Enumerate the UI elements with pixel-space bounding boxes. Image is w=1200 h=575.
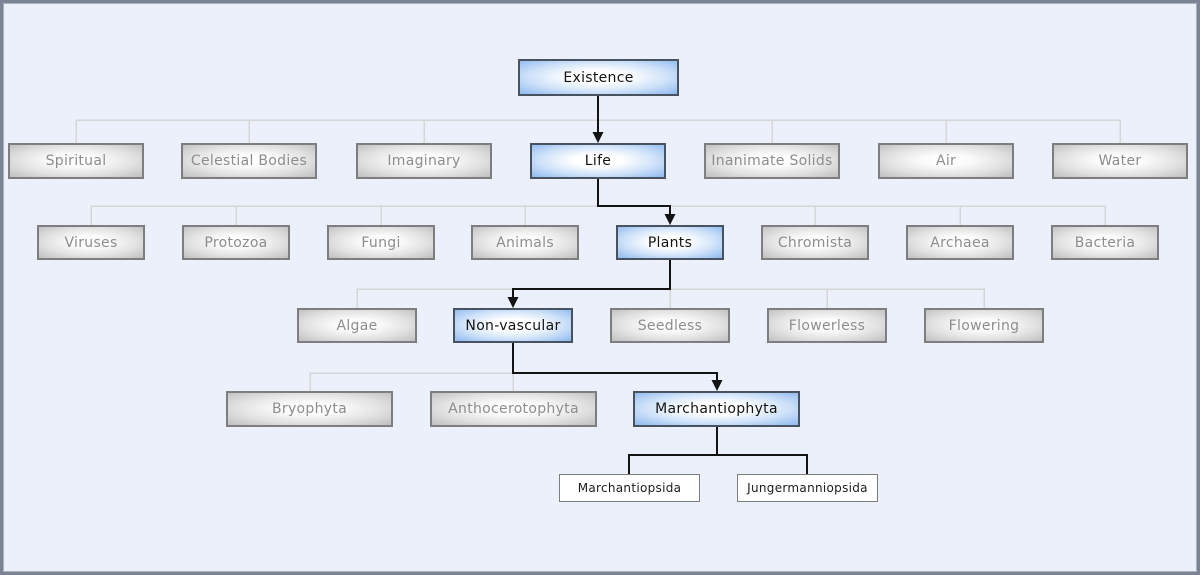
node-label: Celestial Bodies bbox=[190, 153, 308, 169]
node-label: Life bbox=[584, 153, 612, 169]
node-viruses[interactable]: Viruses bbox=[37, 225, 145, 260]
node-label: Flowerless bbox=[788, 317, 866, 334]
node-anthocerotophyta[interactable]: Anthocerotophyta bbox=[430, 391, 597, 427]
node-label: Chromista bbox=[777, 234, 853, 251]
node-label: Flowering bbox=[948, 317, 1020, 334]
node-celestial-bodies[interactable]: Celestial Bodies bbox=[181, 143, 317, 179]
node-animals[interactable]: Animals bbox=[471, 225, 579, 260]
node-inanimate-solids[interactable]: Inanimate Solids bbox=[704, 143, 840, 179]
node-label: Imaginary bbox=[387, 153, 461, 169]
node-label: Plants bbox=[647, 234, 693, 251]
node-life[interactable]: Life bbox=[530, 143, 666, 179]
node-label: Existence bbox=[563, 69, 634, 86]
node-label: Bryophyta bbox=[271, 401, 348, 417]
node-label: Animals bbox=[496, 234, 554, 251]
node-label: Jungermanniopsida bbox=[747, 481, 868, 495]
node-seedless[interactable]: Seedless bbox=[610, 308, 730, 343]
node-label: Water bbox=[1098, 153, 1142, 169]
node-air[interactable]: Air bbox=[878, 143, 1014, 179]
node-label: Non-vascular bbox=[465, 317, 561, 334]
arrowhead-icon bbox=[711, 380, 723, 391]
node-protozoa[interactable]: Protozoa bbox=[182, 225, 290, 260]
node-bryophyta[interactable]: Bryophyta bbox=[226, 391, 393, 427]
node-water[interactable]: Water bbox=[1052, 143, 1188, 179]
node-label: Archaea bbox=[930, 234, 990, 251]
node-bacteria[interactable]: Bacteria bbox=[1051, 225, 1159, 260]
node-label: Anthocerotophyta bbox=[448, 401, 579, 417]
node-plants[interactable]: Plants bbox=[616, 225, 724, 260]
node-label: Marchantiopsida bbox=[577, 481, 682, 495]
node-label: Algae bbox=[336, 317, 378, 334]
node-chromista[interactable]: Chromista bbox=[761, 225, 869, 260]
node-existence[interactable]: Existence bbox=[518, 59, 679, 96]
node-marchantiophyta[interactable]: Marchantiophyta bbox=[633, 391, 800, 427]
selected-path-line bbox=[512, 343, 718, 381]
node-label: Marchantiophyta bbox=[655, 401, 778, 417]
node-flowering[interactable]: Flowering bbox=[924, 308, 1044, 343]
arrowhead-icon bbox=[664, 214, 676, 225]
node-label: Air bbox=[935, 153, 957, 169]
node-imaginary[interactable]: Imaginary bbox=[356, 143, 492, 179]
node-label: Spiritual bbox=[45, 153, 107, 169]
node-jungermanniopsida[interactable]: Jungermanniopsida bbox=[737, 474, 878, 502]
selected-path-line bbox=[512, 260, 671, 298]
node-label: Seedless bbox=[637, 317, 703, 334]
arrowhead-icon bbox=[507, 297, 519, 308]
node-marchantiopsida[interactable]: Marchantiopsida bbox=[559, 474, 700, 502]
node-label: Inanimate Solids bbox=[711, 153, 833, 169]
node-label: Bacteria bbox=[1074, 234, 1136, 251]
node-label: Viruses bbox=[64, 234, 118, 251]
node-non-vascular[interactable]: Non-vascular bbox=[453, 308, 573, 343]
arrowhead-icon bbox=[592, 132, 604, 143]
node-label: Protozoa bbox=[204, 234, 268, 251]
node-spiritual[interactable]: Spiritual bbox=[8, 143, 144, 179]
node-flowerless[interactable]: Flowerless bbox=[767, 308, 887, 343]
node-archaea[interactable]: Archaea bbox=[906, 225, 1014, 260]
node-fungi[interactable]: Fungi bbox=[327, 225, 435, 260]
selected-path-line bbox=[597, 179, 671, 215]
node-label: Fungi bbox=[361, 234, 401, 251]
node-algae[interactable]: Algae bbox=[297, 308, 417, 343]
